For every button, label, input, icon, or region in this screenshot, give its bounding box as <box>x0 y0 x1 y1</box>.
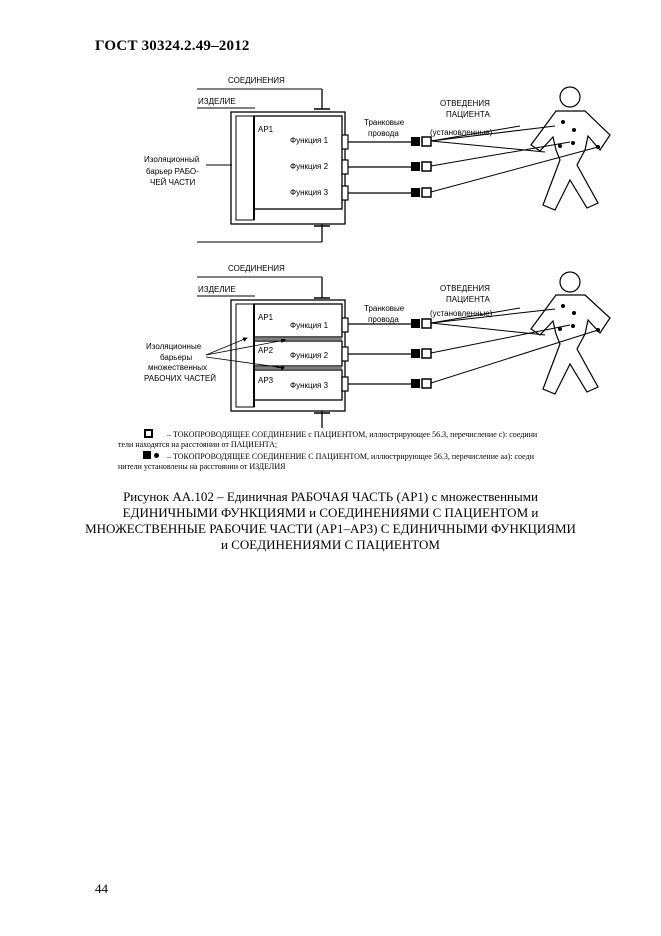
bottom-device-label: ИЗДЕЛИЕ <box>198 285 236 294</box>
legend-item-2-line-1: – ТОКОПРОВОДЯЩЕЕ СОЕДИНЕНИЕ С ПАЦИЕНТОМ,… <box>167 452 534 461</box>
bottom-function-3: Функция 3 <box>290 381 329 390</box>
bottom-patient-label-2: ПАЦИЕНТА <box>446 295 490 304</box>
legend-item-1: – ТОКОПРОВОДЯЩЕЕ СОЕДИНЕНИЕ с ПАЦИЕНТОМ,… <box>118 429 618 440</box>
caption-line-2: ЕДИНИЧНЫМИ ФУНКЦИЯМИ и СОЕДИНЕНИЯМИ С ПА… <box>122 505 539 520</box>
black-square-icon <box>143 451 151 459</box>
bottom-ap1-label: AP1 <box>258 313 274 322</box>
document-header: ГОСТ 30324.2.49–2012 <box>95 38 250 54</box>
bottom-ap3-label: AP3 <box>258 376 274 385</box>
top-trunk-label-2: провода <box>368 129 399 138</box>
white-square-icon <box>144 429 153 438</box>
caption-line-1: Рисунок АА.102 – Единичная РАБОЧАЯ ЧАСТЬ… <box>123 489 538 504</box>
bottom-barrier-label-4: РАБОЧИХ ЧАСТЕЙ <box>144 374 216 383</box>
figure-diagram: СОЕДИНЕНИЯ ИЗДЕЛИЕ AP1 Функция 1 Функция… <box>144 76 611 428</box>
top-barrier-label-3: ЧЕЙ ЧАСТИ <box>150 178 196 187</box>
bottom-trunk-label-2: провода <box>368 315 399 324</box>
caption-line-3: МНОЖЕСТВЕННЫЕ РАБОЧИЕ ЧАСТИ (АР1–АР3) С … <box>85 521 576 536</box>
top-patient-figure <box>530 86 611 211</box>
diagram-bottom: СОЕДИНЕНИЯ ИЗДЕЛИЕ AP1 AP2 AP3 Функция 1… <box>144 264 611 428</box>
top-patient-label-2: ПАЦИЕНТА <box>446 110 490 119</box>
black-dot-icon <box>154 453 159 458</box>
legend: – ТОКОПРОВОДЯЩЕЕ СОЕДИНЕНИЕ с ПАЦИЕНТОМ,… <box>118 429 618 472</box>
bottom-connections-label: СОЕДИНЕНИЯ <box>228 264 285 273</box>
caption-line-4: и СОЕДИНЕНИЯМИ С ПАЦИЕНТОМ <box>221 537 440 552</box>
top-trunk-label-1: Транковые <box>364 118 405 127</box>
bottom-function-2: Функция 2 <box>290 351 329 360</box>
top-installed-label: (установленные) <box>430 128 493 137</box>
bottom-barrier-label-2: барьеры <box>160 353 192 362</box>
legend-item-2-line-2: нители установлены на расстоянии от ИЗДЕ… <box>118 462 286 471</box>
top-barrier-label-1: Изоляционный <box>144 155 199 164</box>
bottom-trunk-label-1: Транковые <box>364 304 405 313</box>
legend-item-1-line-2: тели находятся на расстоянии от ПАЦИЕНТА… <box>118 440 278 449</box>
legend-item-1-line-1: – ТОКОПРОВОДЯЩЕЕ СОЕДИНЕНИЕ с ПАЦИЕНТОМ,… <box>167 430 538 439</box>
bottom-ap2-label: AP2 <box>258 346 274 355</box>
top-ap1-label: AP1 <box>258 125 274 134</box>
top-patient-label-1: ОТВЕДЕНИЯ <box>440 99 490 108</box>
top-connections-label: СОЕДИНЕНИЯ <box>228 76 285 85</box>
bottom-patient-figure <box>530 271 611 395</box>
bottom-function-1: Функция 1 <box>290 321 329 330</box>
top-function-1: Функция 1 <box>290 136 329 145</box>
bottom-barrier-label-1: Изоляционные <box>146 342 202 351</box>
top-device-label: ИЗДЕЛИЕ <box>198 97 236 106</box>
legend-item-2: – ТОКОПРОВОДЯЩЕЕ СОЕДИНЕНИЕ С ПАЦИЕНТОМ,… <box>118 451 618 462</box>
top-function-2: Функция 2 <box>290 162 329 171</box>
bottom-patient-label-1: ОТВЕДЕНИЯ <box>440 284 490 293</box>
top-function-3: Функция 3 <box>290 188 329 197</box>
bottom-installed-label: (установленные) <box>430 309 493 318</box>
top-barrier-label-2: барьер РАБО- <box>146 167 199 176</box>
bottom-barrier-label-3: множественных <box>148 363 207 372</box>
figure-caption: Рисунок АА.102 – Единичная РАБОЧАЯ ЧАСТЬ… <box>60 489 601 553</box>
diagram-top: СОЕДИНЕНИЯ ИЗДЕЛИЕ AP1 Функция 1 Функция… <box>144 76 611 243</box>
page-number: 44 <box>95 881 108 896</box>
